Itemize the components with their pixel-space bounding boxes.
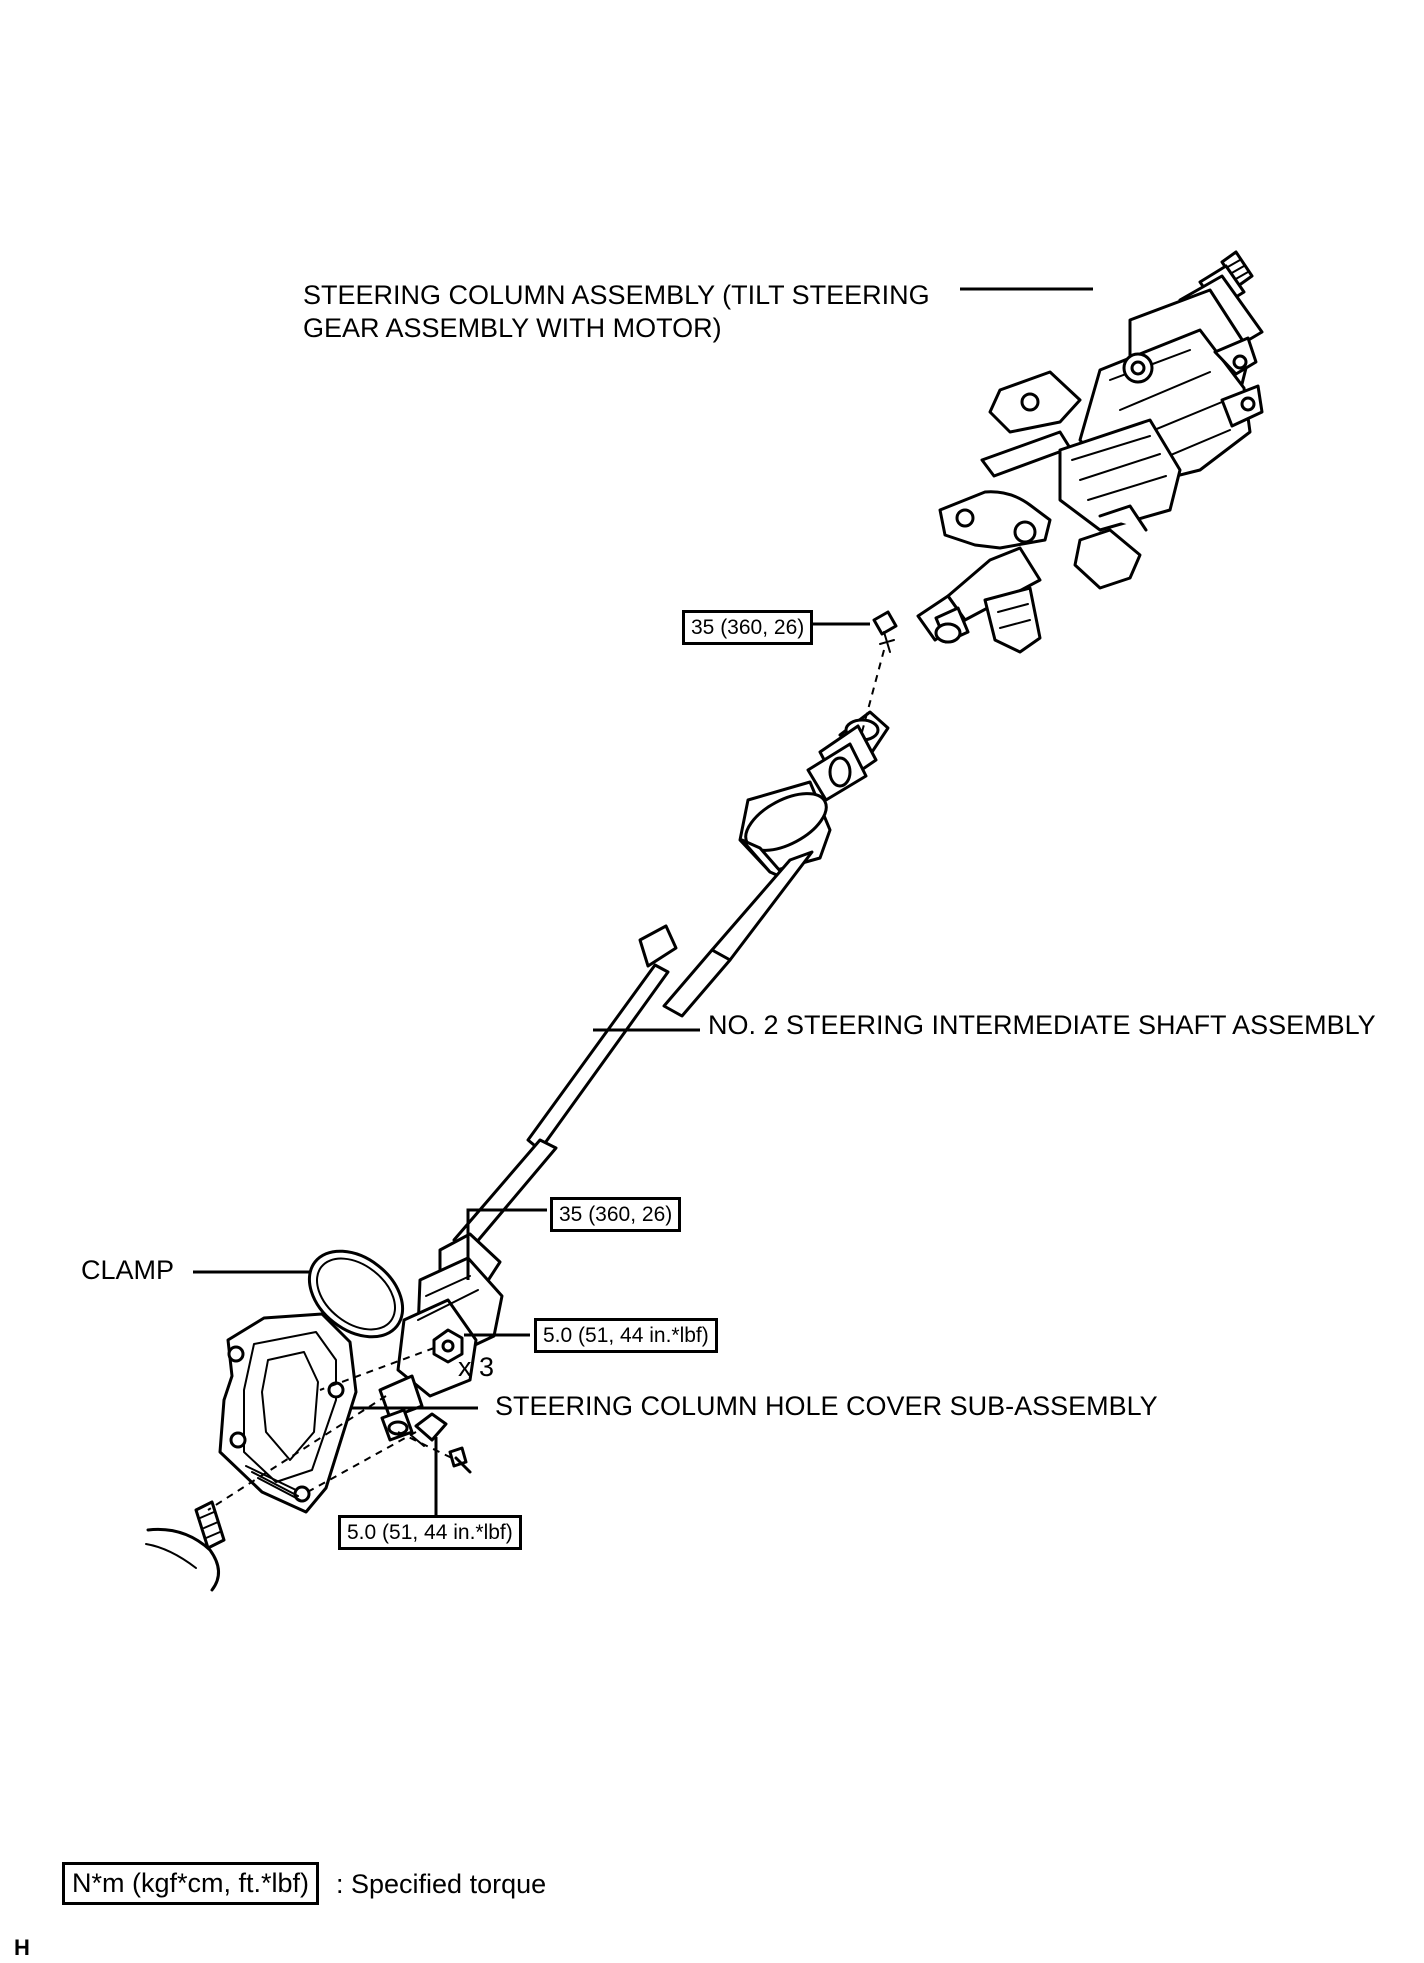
upper-bolt-drawing [872,610,898,653]
hole-cover-drawing [218,1312,358,1514]
label-clamp: CLAMP [81,1255,175,1285]
label-quantity-x3: x 3 [458,1352,495,1382]
legend-description: : Specified torque [336,1869,547,1899]
steering-column-assembly-drawing [916,250,1264,654]
leader-lines [193,287,1093,1517]
clamp-ring-drawing [307,1249,405,1339]
steering-gear-drawing [145,1500,226,1592]
torque-label-nut: 5.0 (51, 44 in.*lbf) [534,1318,718,1354]
label-intermediate-shaft: NO. 2 STEERING INTERMEDIATE SHAFT ASSEMB… [708,1010,1376,1040]
label-steering-column-line2: GEAR ASSEMBLY WITH MOTOR) [303,313,722,343]
assembly-guides [207,649,885,1511]
legend-unit-box: N*m (kgf*cm, ft.*lbf) [62,1862,320,1906]
nut-drawing [432,1328,464,1364]
torque-label-cover-bolt: 5.0 (51, 44 in.*lbf) [338,1515,522,1551]
intermediate-shaft-drawing [378,710,890,1474]
cover-bolt-drawing [411,1412,448,1447]
page-code: H [14,1935,30,1960]
torque-label-lower-bolt: 35 (360, 26) [550,1197,682,1233]
label-hole-cover: STEERING COLUMN HOLE COVER SUB-ASSEMBLY [495,1391,1158,1421]
label-steering-column-line1: STEERING COLUMN ASSEMBLY (TILT STEERING [303,280,930,310]
torque-label-upper-bolt: 35 (360, 26) [682,610,814,646]
